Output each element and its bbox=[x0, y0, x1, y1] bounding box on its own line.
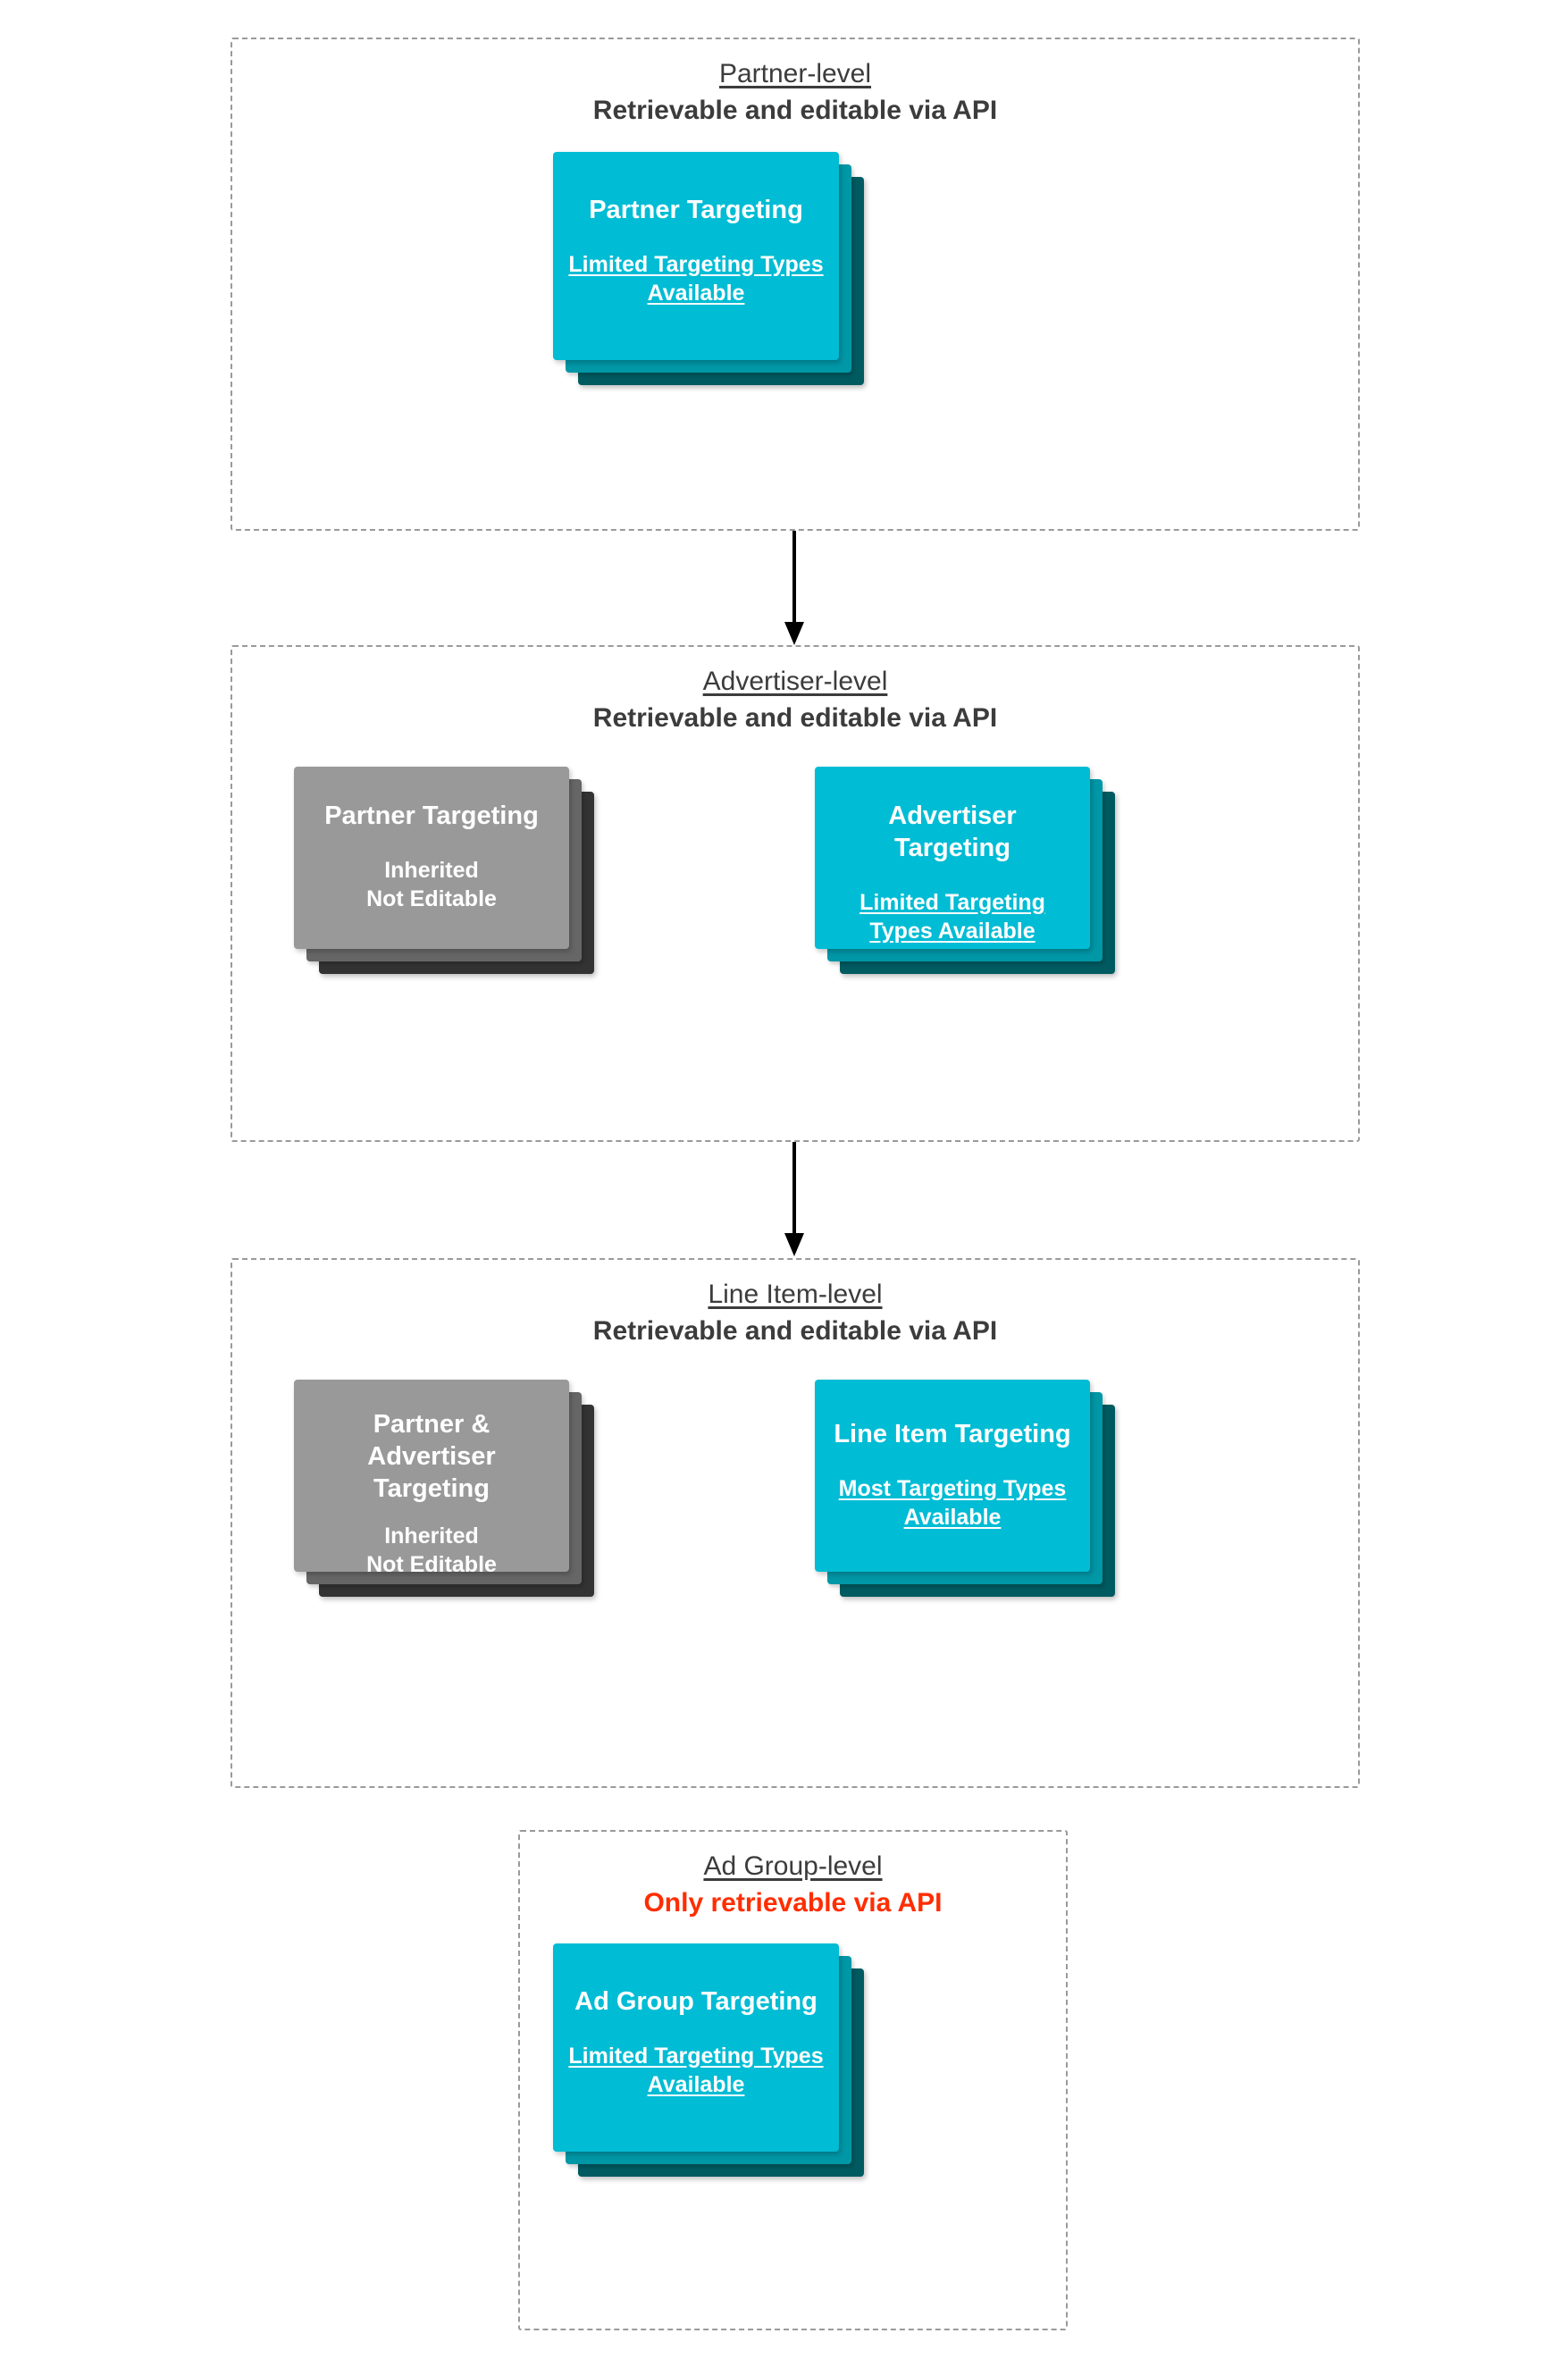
level-title-ad-group: Ad Group-level bbox=[703, 1851, 883, 1881]
card-note-advertiser-targeting: Limited Targeting Types Available bbox=[859, 889, 1045, 944]
level-heading-ad-group: Ad Group-level Only retrievable via API bbox=[520, 1850, 1066, 1921]
level-box-partner: Partner-level Retrievable and editable v… bbox=[231, 38, 1360, 531]
level-heading-line-item: Line Item-level Retrievable and editable… bbox=[232, 1278, 1358, 1349]
card-title-partner-advertiser-targeting-inherited: Partner & Advertiser Targeting bbox=[367, 1410, 496, 1503]
card-content-ad-group-targeting: Ad Group Targeting Limited Targeting Typ… bbox=[553, 1986, 839, 2100]
card-layer-front bbox=[294, 1380, 569, 1572]
level-box-ad-group: Ad Group-level Only retrievable via API … bbox=[518, 1830, 1068, 2330]
level-box-line-item: Line Item-level Retrievable and editable… bbox=[231, 1258, 1360, 1788]
level-heading-partner: Partner-level Retrievable and editable v… bbox=[232, 57, 1358, 129]
card-title-partner-targeting: Partner Targeting bbox=[589, 196, 803, 224]
card-stack-partner-targeting[interactable]: Partner Targeting Limited Targeting Type… bbox=[553, 152, 864, 385]
card-note-partner-targeting-inherited: Inherited Not Editable bbox=[366, 857, 497, 912]
arrow-shaft bbox=[792, 531, 796, 624]
level-subtitle-advertiser: Retrievable and editable via API bbox=[592, 703, 998, 734]
card-content-partner-targeting: Partner Targeting Limited Targeting Type… bbox=[553, 195, 839, 308]
card-title-ad-group-targeting: Ad Group Targeting bbox=[574, 1987, 818, 2016]
card-content-line-item-targeting: Line Item Targeting Most Targeting Types… bbox=[815, 1419, 1090, 1532]
arrow-partner-to-advertiser bbox=[782, 531, 807, 645]
card-content-partner-targeting-inherited: Partner Targeting Inherited Not Editable bbox=[294, 801, 569, 914]
arrow-advertiser-to-line-item bbox=[782, 1142, 807, 1256]
arrow-shaft bbox=[792, 1142, 796, 1235]
card-note-ad-group-targeting: Limited Targeting Types Available bbox=[568, 2043, 824, 2098]
card-layer-front bbox=[294, 767, 569, 949]
card-title-line-item-targeting: Line Item Targeting bbox=[834, 1420, 1071, 1448]
card-note-partner-targeting: Limited Targeting Types Available bbox=[568, 251, 824, 306]
card-title-advertiser-targeting: Advertiser Targeting bbox=[888, 802, 1017, 862]
card-layer-front bbox=[553, 152, 839, 360]
level-title-partner: Partner-level bbox=[718, 59, 872, 88]
card-layer-front bbox=[815, 1380, 1090, 1572]
level-subtitle-ad-group: Only retrievable via API bbox=[643, 1888, 943, 1918]
level-title-line-item: Line Item-level bbox=[708, 1280, 883, 1309]
card-stack-partner-targeting-inherited[interactable]: Partner Targeting Inherited Not Editable bbox=[294, 767, 594, 999]
card-layer-front bbox=[553, 1943, 839, 2152]
card-note-partner-advertiser-targeting-inherited: Inherited Not Editable bbox=[366, 1523, 497, 1578]
card-stack-partner-advertiser-targeting-inherited[interactable]: Partner & Advertiser Targeting Inherited… bbox=[294, 1380, 594, 1623]
card-stack-line-item-targeting[interactable]: Line Item Targeting Most Targeting Types… bbox=[815, 1380, 1115, 1623]
arrow-head bbox=[784, 1233, 804, 1256]
level-heading-advertiser: Advertiser-level Retrievable and editabl… bbox=[232, 665, 1358, 736]
level-subtitle-partner: Retrievable and editable via API bbox=[592, 96, 998, 126]
arrow-head bbox=[784, 622, 804, 645]
card-content-advertiser-targeting: Advertiser Targeting Limited Targeting T… bbox=[815, 801, 1090, 946]
card-stack-ad-group-targeting[interactable]: Ad Group Targeting Limited Targeting Typ… bbox=[553, 1943, 864, 2177]
level-box-advertiser: Advertiser-level Retrievable and editabl… bbox=[231, 645, 1360, 1142]
card-content-partner-advertiser-targeting-inherited: Partner & Advertiser Targeting Inherited… bbox=[294, 1409, 569, 1580]
card-stack-advertiser-targeting[interactable]: Advertiser Targeting Limited Targeting T… bbox=[815, 767, 1115, 999]
card-layer-front bbox=[815, 767, 1090, 949]
level-subtitle-line-item: Retrievable and editable via API bbox=[592, 1316, 998, 1347]
level-title-advertiser: Advertiser-level bbox=[702, 667, 888, 696]
card-note-line-item-targeting: Most Targeting Types Available bbox=[838, 1475, 1067, 1531]
card-title-partner-targeting-inherited: Partner Targeting bbox=[324, 802, 539, 830]
